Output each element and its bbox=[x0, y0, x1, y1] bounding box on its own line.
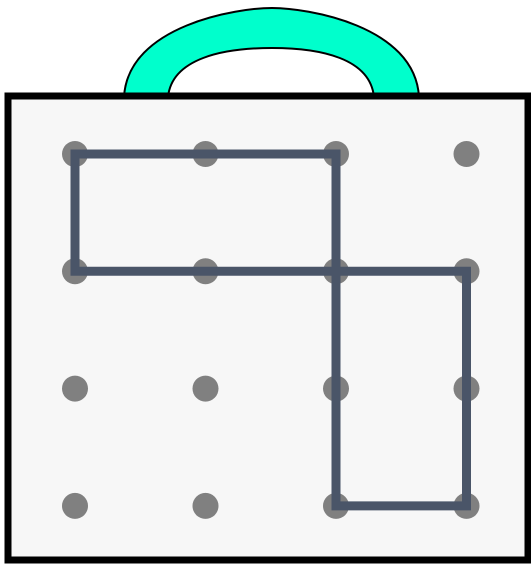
peg-r2-c1 bbox=[192, 375, 219, 402]
geoboard-handle bbox=[122, 6, 421, 98]
rubber-band-shape bbox=[70, 149, 471, 511]
geoboard-board bbox=[4, 92, 531, 564]
peg-r0-c3 bbox=[453, 141, 480, 167]
peg-r3-c0 bbox=[62, 492, 88, 519]
peg-grid bbox=[62, 141, 480, 519]
peg-r2-c0 bbox=[62, 375, 88, 402]
peg-r3-c1 bbox=[192, 492, 219, 519]
